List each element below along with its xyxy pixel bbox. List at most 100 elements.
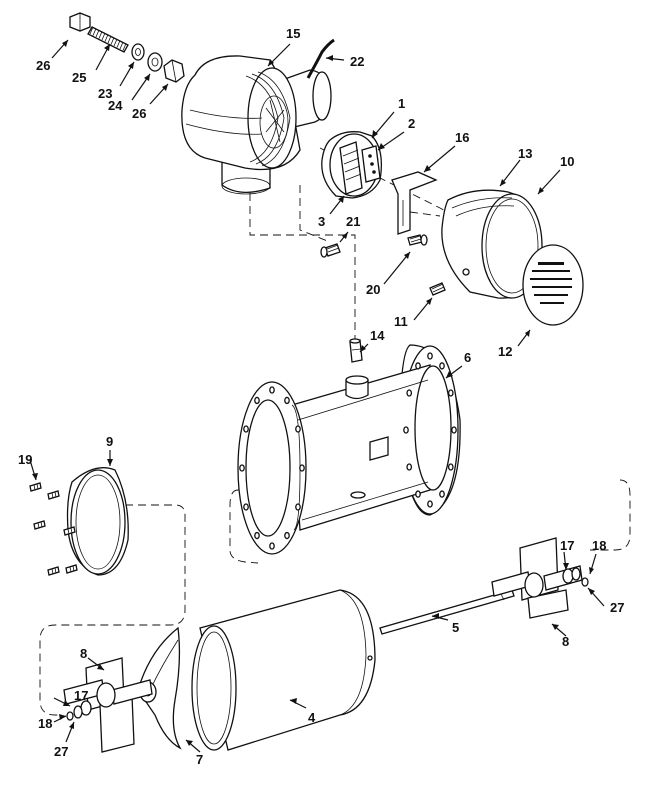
- nameplate: [522, 244, 584, 326]
- callout-3: 3: [318, 214, 325, 229]
- hex-nut-left: [69, 12, 91, 32]
- set-screw: [33, 520, 46, 530]
- callout-18-right: 18: [592, 538, 606, 553]
- right-flange-bolt-hole: [415, 490, 421, 498]
- callout-5: 5: [452, 620, 459, 635]
- transmitter-housing: [181, 55, 332, 195]
- thread-line: [122, 43, 127, 51]
- callout-9: 9: [106, 434, 113, 449]
- rotor-right: [491, 537, 583, 619]
- right-flange-bolt-hole: [447, 389, 454, 397]
- thread-line: [119, 41, 124, 50]
- right-flange-bolt-hole: [406, 463, 413, 471]
- terminal-board: [321, 131, 383, 199]
- callout-18-left: 18: [38, 716, 52, 731]
- callout-21: 21: [346, 214, 360, 229]
- deflector-vane: [137, 626, 182, 750]
- left-flange-bolt-hole: [239, 464, 245, 472]
- thread-line: [107, 35, 112, 44]
- left-flange-bolt-hole: [243, 425, 249, 433]
- thread-line: [89, 26, 94, 35]
- left-flange-bolt-hole: [269, 542, 275, 550]
- set-screw: [65, 564, 78, 574]
- stud-and-nut-hardware: [69, 12, 185, 83]
- right-flange-bolt-hole: [439, 490, 445, 498]
- thread-line: [98, 31, 103, 39]
- thread-line: [113, 38, 118, 47]
- set-screw: [47, 490, 60, 500]
- callout-26-right: 26: [132, 106, 146, 121]
- right-flange-bolt-hole: [406, 389, 413, 397]
- signal-cable: [306, 38, 335, 79]
- callout-10: 10: [560, 154, 574, 169]
- thread-line: [101, 32, 106, 41]
- callout-22: 22: [350, 54, 364, 69]
- meter-body: [237, 344, 461, 555]
- callout-1: 1: [398, 96, 405, 111]
- callout-leaders: [29, 39, 605, 753]
- callout-15: 15: [286, 26, 300, 41]
- set-screw: [47, 566, 60, 576]
- thread-line: [95, 29, 100, 38]
- left-flange-bolt-hole: [269, 386, 275, 394]
- threaded-stud: [87, 26, 129, 53]
- callout-25: 25: [72, 70, 86, 85]
- left-flange-bolt-hole: [284, 531, 290, 540]
- thread-line: [92, 28, 97, 36]
- thread-line: [110, 37, 115, 45]
- screw-11: [429, 282, 446, 296]
- right-flange-bolt-hole: [427, 500, 433, 508]
- callout-labels: 1 2 3 4 5 6 7 8 8 9 10 11 12 13 14 15 16…: [18, 26, 624, 767]
- nut-washer-right: [562, 567, 589, 587]
- flat-washer: [131, 43, 145, 61]
- screw-21: [320, 243, 341, 258]
- left-flange-bolt-hole: [284, 396, 290, 405]
- right-flange-bolt-hole: [403, 426, 409, 434]
- right-flange-bolt-hole: [447, 463, 454, 471]
- rotor-left: [63, 657, 153, 753]
- thread-line: [104, 34, 109, 42]
- callout-23: 23: [98, 86, 112, 101]
- hex-nut-right: [163, 59, 185, 83]
- callout-27-left: 27: [54, 744, 68, 759]
- left-flange-bolt-hole: [243, 503, 249, 511]
- callout-8-right: 8: [562, 634, 569, 649]
- left-flange-bolt-hole: [299, 464, 305, 472]
- set-screw: [29, 482, 42, 492]
- callout-12: 12: [498, 344, 512, 359]
- callout-13: 13: [518, 146, 532, 161]
- set-screws: [29, 482, 78, 576]
- callout-24: 24: [108, 98, 123, 113]
- retainer-ring: [66, 467, 129, 576]
- lock-washer: [147, 52, 163, 72]
- callout-8-left: 8: [80, 646, 87, 661]
- flange-bolt-holes: [239, 352, 457, 550]
- callout-7: 7: [196, 752, 203, 767]
- right-flange-bolt-hole: [451, 426, 457, 434]
- callout-17-left: 17: [74, 688, 88, 703]
- callout-27-right: 27: [610, 600, 624, 615]
- right-flange-bolt-hole: [427, 352, 433, 360]
- pickup-sensor: [349, 338, 363, 363]
- callout-17-right: 17: [560, 538, 574, 553]
- callout-4: 4: [308, 710, 316, 725]
- callout-20: 20: [366, 282, 380, 297]
- right-flange-bolt-hole: [439, 362, 445, 370]
- callout-19: 19: [18, 452, 32, 467]
- thread-line: [116, 40, 121, 48]
- callout-16: 16: [455, 130, 469, 145]
- callout-11: 11: [394, 314, 408, 329]
- nut-washer-left: [66, 700, 92, 721]
- callout-2: 2: [408, 116, 415, 131]
- mounting-bracket: [391, 171, 438, 235]
- nameplate-markings: [530, 262, 572, 304]
- screw-20: [407, 234, 428, 246]
- set-screw: [63, 526, 76, 536]
- callout-6: 6: [464, 350, 471, 365]
- left-flange-bolt-hole: [254, 396, 260, 405]
- flow-tube: [191, 589, 376, 751]
- callout-14: 14: [370, 328, 385, 343]
- left-flange-bolt-hole: [295, 425, 301, 433]
